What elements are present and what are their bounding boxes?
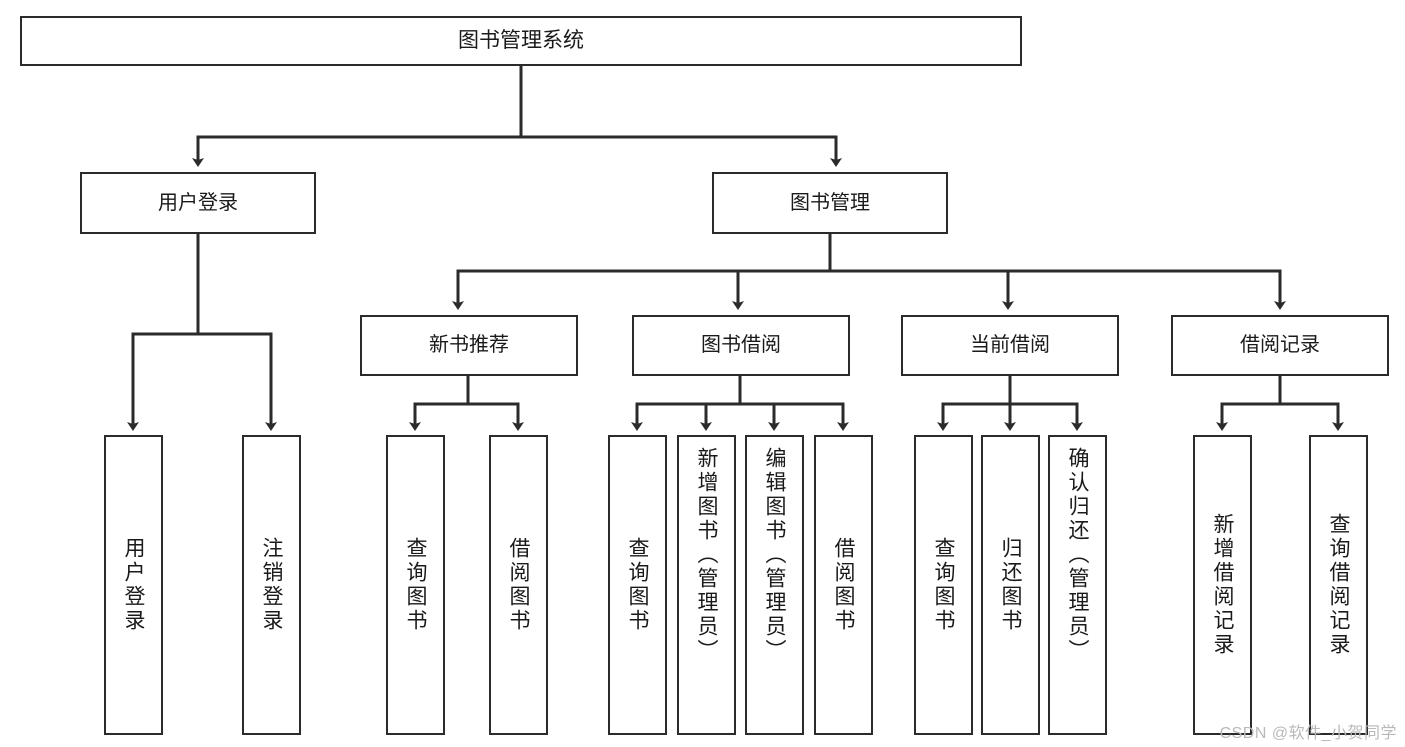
node-leaf-add-book-admin-label: 新增图书（管理员） [695,447,719,663]
node-leaf-return-book-label: 归还图书 [999,537,1023,633]
node-leaf-confirm-return-admin-label: 确认归还（管理员） [1066,447,1090,663]
node-leaf-add-book-admin[interactable]: 新增图书（管理员） [677,435,736,735]
node-leaf-edit-book-admin-label: 编辑图书（管理员） [763,447,787,663]
node-root-system[interactable]: 图书管理系统 [20,16,1022,66]
node-leaf-user-login[interactable]: 用户登录 [104,435,163,735]
node-leaf-edit-book-admin[interactable]: 编辑图书（管理员） [745,435,804,735]
node-leaf-logout[interactable]: 注销登录 [242,435,301,735]
node-leaf-query-book-cb[interactable]: 查询图书 [914,435,973,735]
node-leaf-return-book[interactable]: 归还图书 [981,435,1040,735]
node-current-borrow-label: 当前借阅 [970,334,1050,356]
node-leaf-confirm-return-admin[interactable]: 确认归还（管理员） [1048,435,1107,735]
node-leaf-borrow-book-bb[interactable]: 借阅图书 [814,435,873,735]
node-borrow-record[interactable]: 借阅记录 [1171,315,1389,376]
node-new-book-recommend-label: 新书推荐 [429,334,509,356]
node-user-login-label: 用户登录 [158,191,238,214]
node-leaf-add-borrow-record-label: 新增借阅记录 [1211,513,1235,657]
node-new-book-recommend[interactable]: 新书推荐 [360,315,578,376]
node-leaf-query-book-nb[interactable]: 查询图书 [386,435,445,735]
node-leaf-query-book-bb[interactable]: 查询图书 [608,435,667,735]
node-leaf-query-book-bb-label: 查询图书 [626,537,650,633]
node-user-login[interactable]: 用户登录 [80,172,316,234]
node-leaf-query-book-nb-label: 查询图书 [404,537,428,633]
node-borrow-record-label: 借阅记录 [1240,334,1320,356]
node-leaf-borrow-book-nb-label: 借阅图书 [507,537,531,633]
node-leaf-query-borrow-record-label: 查询借阅记录 [1327,513,1351,657]
node-book-management-label: 图书管理 [790,191,870,214]
node-book-borrow-label: 图书借阅 [701,334,781,356]
node-current-borrow[interactable]: 当前借阅 [901,315,1119,376]
node-leaf-add-borrow-record[interactable]: 新增借阅记录 [1193,435,1252,735]
node-leaf-query-book-cb-label: 查询图书 [932,537,956,633]
node-book-management[interactable]: 图书管理 [712,172,948,234]
node-book-borrow[interactable]: 图书借阅 [632,315,850,376]
node-leaf-borrow-book-nb[interactable]: 借阅图书 [489,435,548,735]
node-leaf-user-login-label: 用户登录 [122,537,146,633]
node-leaf-borrow-book-bb-label: 借阅图书 [832,537,856,633]
node-leaf-logout-label: 注销登录 [260,537,284,633]
node-root-label: 图书管理系统 [458,28,584,52]
node-leaf-query-borrow-record[interactable]: 查询借阅记录 [1309,435,1368,735]
